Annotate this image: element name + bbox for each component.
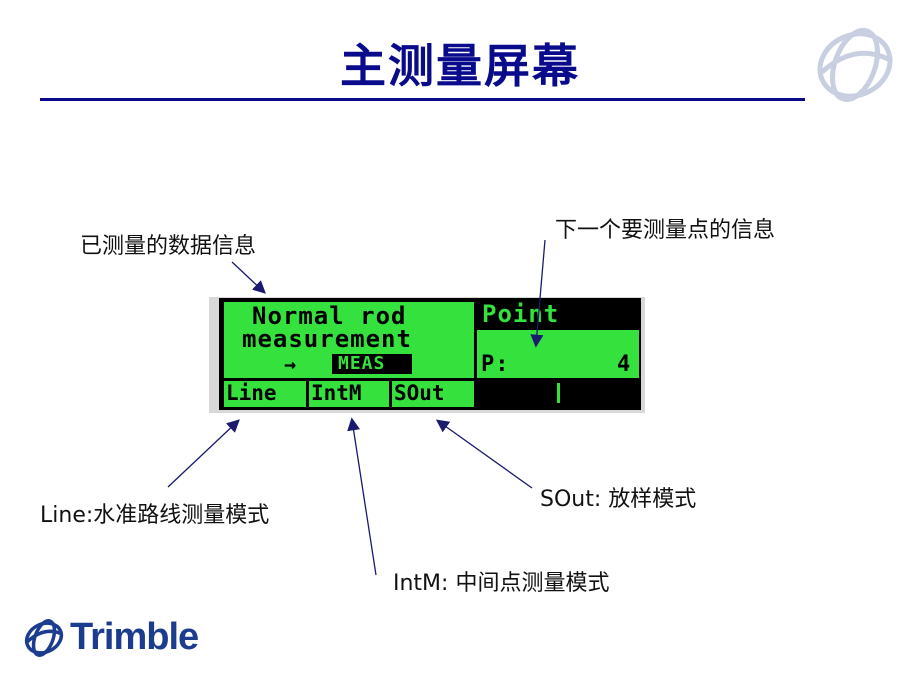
trimble-globe-icon <box>24 619 64 657</box>
trimble-globe-watermark-icon <box>817 27 893 103</box>
lcd-line2: measurement <box>242 325 412 353</box>
arrow-sout-mode <box>435 419 533 489</box>
softkey-intm[interactable]: IntM <box>309 381 389 407</box>
arrow-next-point <box>530 239 546 348</box>
trimble-logo: Trimble <box>70 616 199 658</box>
title-divider <box>40 98 805 101</box>
point-number-value: 4 <box>617 352 632 377</box>
arrow-line-mode <box>167 419 240 488</box>
lcd-arrow-icon: → <box>284 352 298 376</box>
softkey-sout[interactable]: SOut <box>392 381 474 407</box>
line-mode-label: Line:水准路线测量模式 <box>40 503 270 528</box>
next-point-info-label: 下一个要测量点的信息 <box>555 218 776 243</box>
meas-label: MEAS <box>338 353 386 374</box>
point-number-label: P: <box>481 352 510 377</box>
softkey-empty-5[interactable] <box>562 381 639 407</box>
lcd-line1: Normal rod <box>252 302 407 330</box>
page-title: 主测量屏幕 <box>340 39 580 93</box>
point-header: Point <box>482 300 560 328</box>
point-info-panel: P: 4 <box>477 330 639 378</box>
softkey-divider <box>557 383 560 403</box>
softkey-empty-4[interactable] <box>477 381 555 407</box>
arrow-intm-mode <box>347 417 377 576</box>
measured-info-label: 已测量的数据信息 <box>80 234 257 259</box>
sout-mode-label: SOut: 放样模式 <box>540 487 697 512</box>
arrow-measured-info <box>231 261 266 294</box>
intm-mode-label: IntM: 中间点测量模式 <box>393 571 610 596</box>
lcd-message-panel: Normal rod measurement → MEAS <box>224 302 474 378</box>
softkey-line[interactable]: Line <box>224 381 306 407</box>
meas-indicator: MEAS <box>332 353 412 374</box>
